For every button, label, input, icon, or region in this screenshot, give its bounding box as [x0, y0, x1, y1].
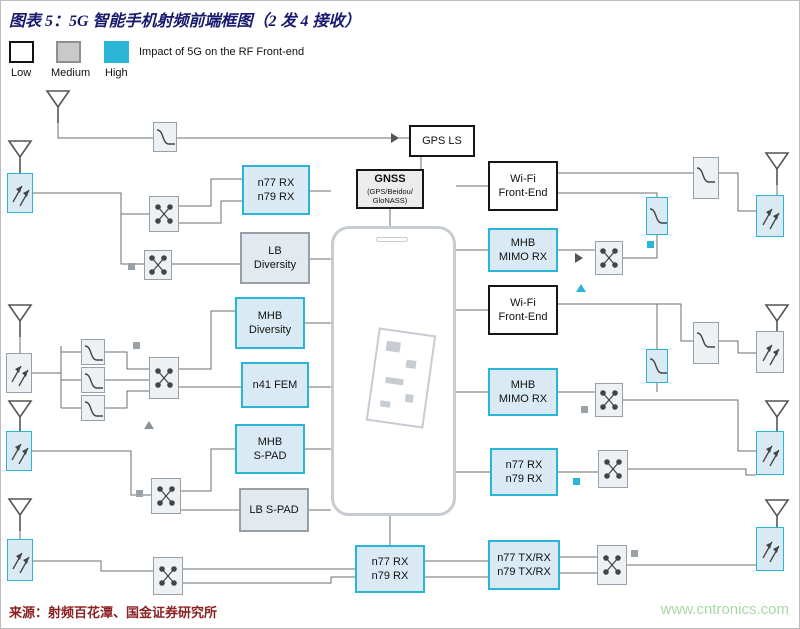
impact-legend: Low Medium High Impact of 5G on the RF F…: [9, 41, 369, 83]
block-lb-diversity: LB Diversity: [240, 232, 310, 284]
block-n77-n79-txrx: n77 TX/RX n79 TX/RX: [488, 540, 560, 590]
legend-swatch-medium: [56, 41, 81, 63]
block-n77-n79-rx-right: n77 RX n79 RX: [490, 448, 558, 496]
switch-icon: [153, 557, 183, 595]
block-n41-fem: n41 FEM: [241, 362, 309, 408]
marker-square-high: [573, 478, 580, 485]
block-label: n41 FEM: [252, 378, 298, 391]
antenna-icon: [764, 151, 790, 190]
legend-label-high: High: [105, 67, 128, 79]
page-title: 图表 5：5G 智能手机射频前端框图（2 发 4 接收）: [9, 13, 361, 30]
block-label: MIMO RX: [498, 393, 548, 405]
block-lb-s-pad: LB S-PAD: [239, 488, 309, 532]
phone-speaker: [376, 237, 408, 242]
block-label: n77 RX: [371, 555, 409, 568]
marker-square: [133, 342, 140, 349]
block-label: MHB: [510, 236, 536, 249]
block-label: MIMO RX: [498, 251, 548, 263]
antenna-icon: [45, 89, 71, 128]
block-n77-n79-rx-left: n77 RX n79 RX: [242, 165, 310, 215]
block-label: S-PAD: [253, 450, 287, 462]
block-label: GNSS: [374, 173, 406, 186]
block-label: MHB: [257, 435, 283, 448]
marker-square: [128, 263, 135, 270]
block-label: n77 RX: [257, 176, 295, 189]
block-label: LB S-PAD: [249, 503, 299, 516]
legend-label-medium: Medium: [51, 67, 91, 79]
block-n77-n79-rx-bottom: n77 RX n79 RX: [355, 545, 425, 593]
block-label: n79 RX: [371, 570, 409, 582]
switch-icon: [595, 383, 623, 417]
block-label: n79 RX: [257, 191, 295, 203]
block-gnss: GNSS (GPS/Beidou/ GloNASS): [356, 169, 424, 209]
block-label: MHB: [510, 378, 536, 391]
legend-swatch-low: [9, 41, 34, 63]
block-label: n79 TX/RX: [497, 566, 551, 578]
antenna-tuner-icon: [7, 539, 33, 581]
marker-triangle: [144, 421, 154, 429]
block-label: n79 RX: [505, 473, 543, 485]
antenna-tuner-icon: [756, 195, 784, 237]
switch-icon: [149, 196, 179, 232]
switch-icon: [597, 545, 627, 585]
antenna-tuner-icon: [6, 431, 32, 471]
block-label: Diversity: [253, 259, 297, 271]
block-wifi-front-end-bottom: Wi-Fi Front-End: [488, 285, 558, 335]
antenna-tuner-icon: [756, 331, 784, 373]
antenna-icon: [7, 497, 33, 536]
block-mhb-mimo-rx-top: MHB MIMO RX: [488, 228, 558, 272]
block-label: Front-End: [498, 187, 548, 199]
antenna-tuner-icon: [756, 431, 784, 475]
block-mhb-s-pad: MHB S-PAD: [235, 424, 305, 474]
antenna-tuner-icon: [7, 173, 33, 213]
antenna-tuner-icon: [6, 353, 32, 393]
coupler-filter-icon: [693, 157, 719, 199]
block-label: (GPS/Beidou/: [367, 186, 413, 196]
block-label: MHB: [257, 309, 283, 322]
marker-square-high: [647, 241, 654, 248]
block-mhb-diversity: MHB Diversity: [235, 297, 305, 349]
filter-icon: [153, 122, 177, 152]
site-watermark: www.cntronics.com: [660, 601, 789, 618]
switch-icon: [598, 450, 628, 488]
amp-icon: [391, 133, 399, 143]
legend-swatch-high: [104, 41, 129, 63]
block-label: Diversity: [248, 324, 292, 336]
block-mhb-mimo-rx-bottom: MHB MIMO RX: [488, 368, 558, 416]
block-label: GPS LS: [422, 134, 462, 147]
switch-icon: [151, 478, 181, 514]
block-label: n77 RX: [505, 458, 543, 471]
source-note: 来源：射频百花潭、国金证券研究所: [9, 605, 218, 620]
block-label: n77 TX/RX: [497, 551, 551, 564]
block-label: Front-End: [498, 311, 548, 323]
marker-square: [631, 550, 638, 557]
switch-icon: [144, 250, 172, 280]
marker-triangle-high: [576, 284, 586, 292]
amp-icon: [575, 253, 583, 263]
switch-icon: [149, 357, 179, 399]
filter-icon: [81, 395, 105, 421]
block-gps-ls: GPS LS: [409, 125, 475, 157]
block-label: Wi-Fi: [510, 296, 536, 309]
block-label: Wi-Fi: [510, 172, 536, 185]
filter-icon: [81, 339, 105, 365]
marker-square: [581, 406, 588, 413]
legend-label-low: Low: [11, 67, 32, 79]
antenna-tuner-icon: [756, 527, 784, 571]
filter-icon: [646, 197, 668, 235]
block-label: LB: [268, 244, 282, 257]
filter-icon: [646, 349, 668, 383]
antenna-icon: [7, 303, 33, 342]
smartphone-outline: [331, 226, 456, 516]
coupler-filter-icon: [693, 322, 719, 364]
switch-icon: [595, 241, 623, 275]
legend-caption: Impact of 5G on the RF Front-end: [139, 46, 305, 58]
filter-icon: [81, 367, 105, 393]
marker-square: [136, 490, 143, 497]
block-wifi-front-end-top: Wi-Fi Front-End: [488, 161, 558, 211]
block-label: GloNASS): [372, 196, 408, 206]
